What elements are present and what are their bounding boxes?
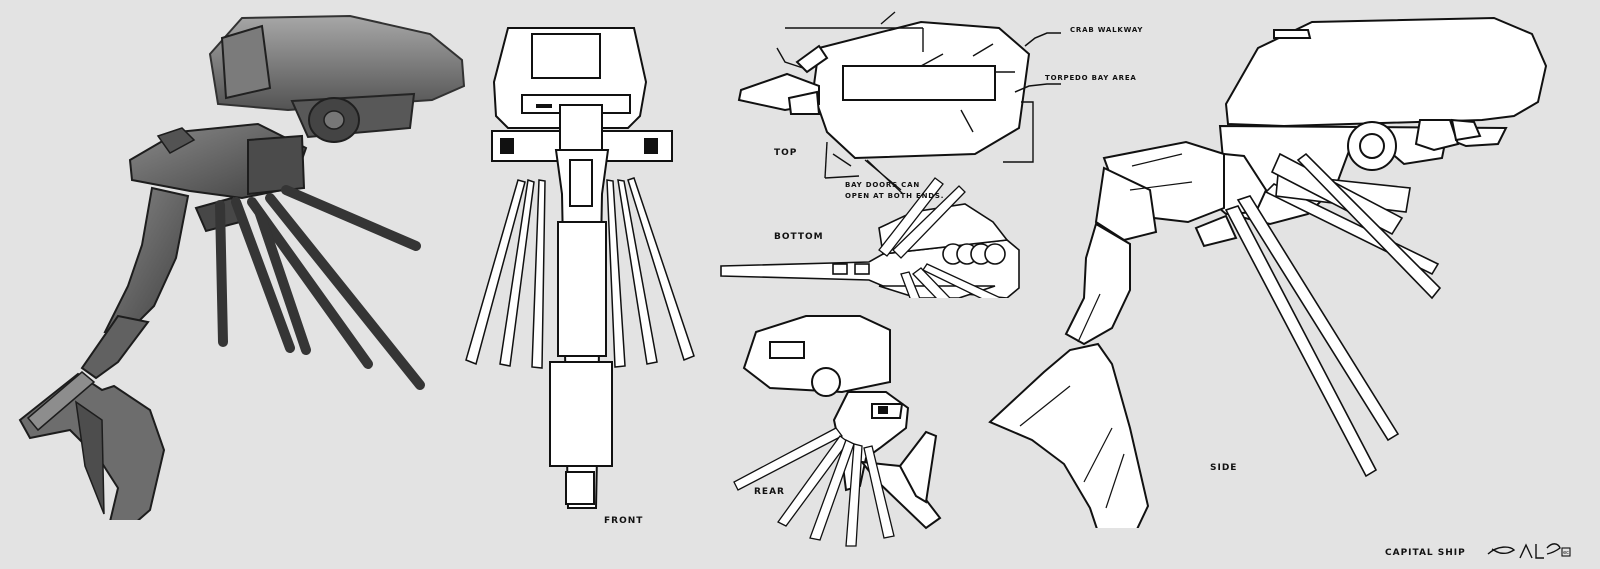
bottom-view-drawing [720, 177, 1020, 298]
shaded-render [18, 14, 466, 520]
rear-label: REAR [754, 487, 785, 497]
callout-lines [995, 32, 1061, 93]
top-view-drawing [737, 11, 1034, 195]
bay-doors-callout: BAY DOORS CAN OPEN AT BOTH ENDS. [845, 181, 945, 200]
side-view-drawing [988, 16, 1548, 528]
rear-view-drawing [733, 315, 942, 547]
svg-text:ec: ec [1563, 550, 1569, 556]
front-view-drawing [465, 27, 695, 509]
crab-walkway-callout: CRAB WALKWAY [1070, 26, 1144, 34]
torpedo-bay-callout: TORPEDO BAY AREA [1045, 74, 1137, 82]
bottom-label: BOTTOM [774, 232, 824, 242]
side-label: SIDE [1210, 463, 1238, 473]
top-label: TOP [774, 148, 798, 158]
signature-mark: ec [1487, 543, 1571, 559]
sheet-title: CAPITAL SHIP [1385, 548, 1466, 558]
front-label: FRONT [604, 516, 644, 526]
